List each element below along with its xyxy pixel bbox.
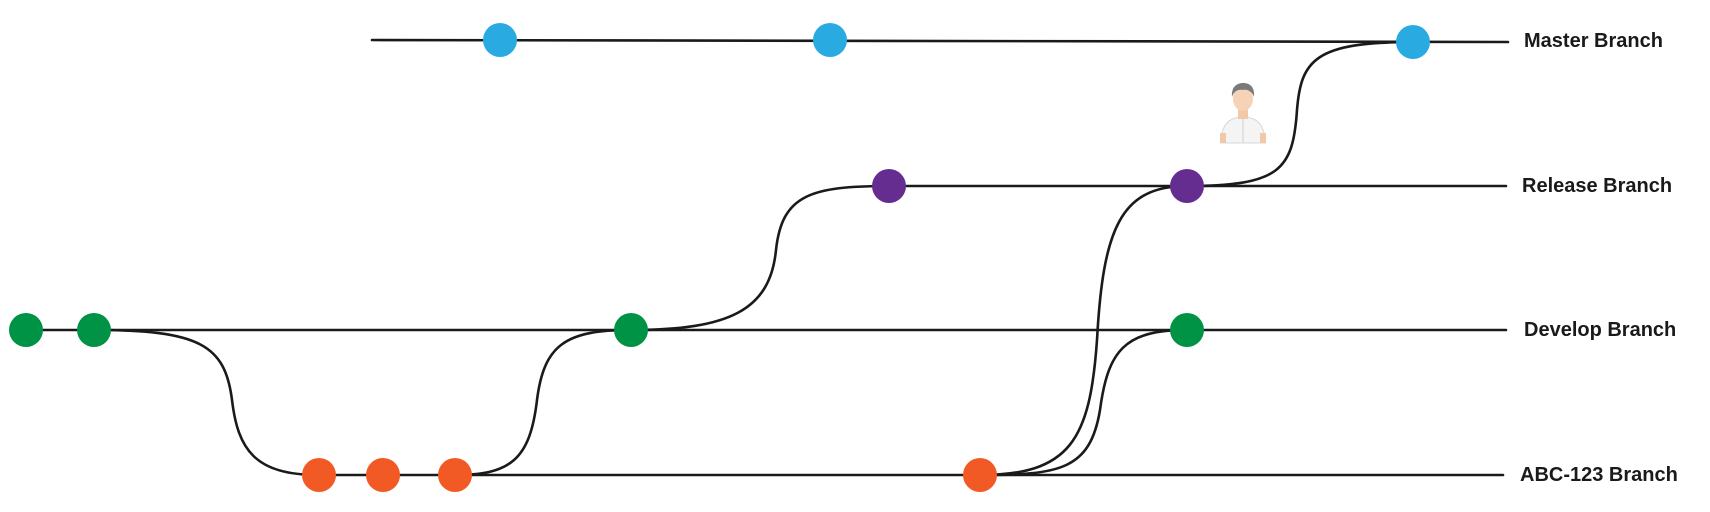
develop-commit <box>614 313 648 347</box>
feature-branch-label: ABC-123 Branch <box>1520 464 1678 486</box>
master-commit <box>483 23 517 57</box>
branch-labels: Master Branch Release Branch Develop Bra… <box>1520 30 1678 486</box>
feature-to-develop-curve-2 <box>978 328 1189 477</box>
release-commit <box>1170 169 1204 203</box>
feature-commit <box>366 458 400 492</box>
master-branch-label: Master Branch <box>1524 30 1663 52</box>
feature-commit <box>438 458 472 492</box>
feature-commit <box>963 458 997 492</box>
master-commit <box>813 23 847 57</box>
develop-commit <box>9 313 43 347</box>
release-commits <box>872 169 1204 203</box>
feature-to-develop-curve <box>453 328 633 477</box>
master-commits <box>483 23 1430 59</box>
release-commit <box>872 169 906 203</box>
master-branch-line <box>370 38 1510 44</box>
master-commit <box>1396 25 1430 59</box>
feature-commits <box>302 458 997 492</box>
feature-to-release-curve <box>978 184 1189 477</box>
develop-commit <box>77 313 111 347</box>
feature-commit <box>302 458 336 492</box>
develop-branch-label: Develop Branch <box>1524 319 1676 341</box>
develop-commits <box>9 313 1204 347</box>
release-branch-label: Release Branch <box>1522 175 1672 197</box>
person-avatar-icon <box>1220 83 1266 144</box>
branch-lines <box>24 38 1510 477</box>
release-to-master-curve <box>1185 40 1415 188</box>
develop-to-feature-curve <box>92 328 321 477</box>
merge-curves <box>92 40 1415 477</box>
develop-commit <box>1170 313 1204 347</box>
develop-to-release-curve <box>629 184 891 332</box>
